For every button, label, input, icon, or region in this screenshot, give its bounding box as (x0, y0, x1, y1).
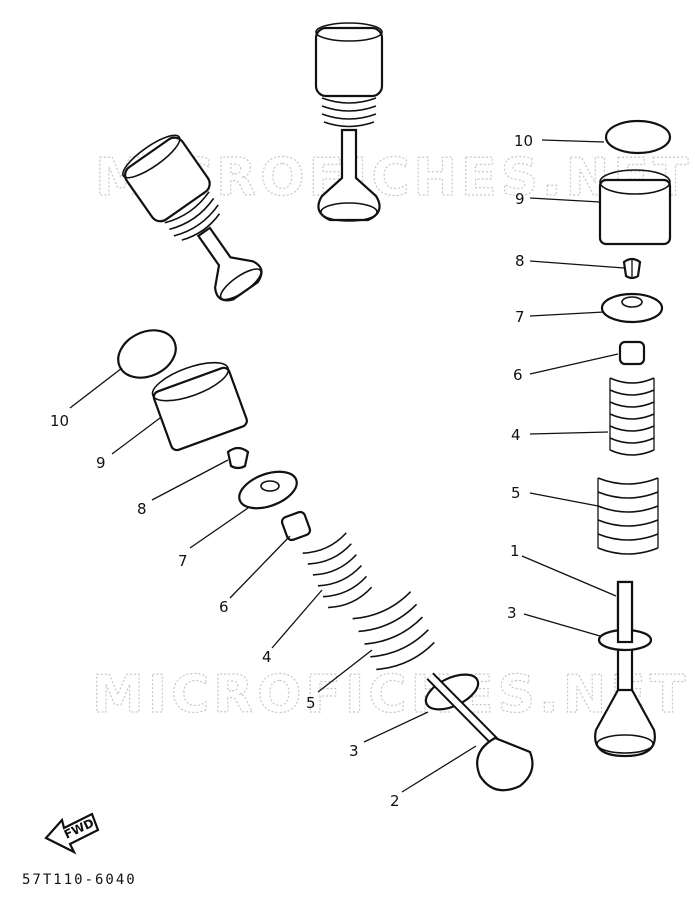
part-code: 57T110-6040 (22, 872, 137, 888)
fwd-arrow-icon: FWD (44, 812, 100, 855)
callout-left-10: 10 (50, 412, 69, 430)
callout-right-9: 9 (515, 190, 525, 208)
callout-right-1: 1 (510, 542, 520, 560)
callout-left-8: 8 (137, 500, 147, 518)
callout-right-8: 8 (515, 252, 525, 270)
callout-left-2: 2 (390, 792, 400, 810)
callout-left-3: 3 (349, 742, 359, 760)
callout-left-6: 6 (219, 598, 229, 616)
callout-right-5: 5 (511, 484, 521, 502)
callout-left-4: 4 (262, 648, 272, 666)
callout-right-7: 7 (515, 308, 525, 326)
left-exploded-stack (117, 329, 534, 792)
callout-left-7: 7 (178, 552, 188, 570)
assembled-valve-left (122, 134, 263, 302)
watermark-bottom: MICROFICHES.NET (92, 665, 689, 725)
callout-left-5: 5 (306, 694, 316, 712)
right-exploded-stack (594, 119, 672, 758)
callout-right-3: 3 (507, 604, 517, 622)
callout-right-4: 4 (511, 426, 521, 444)
assembled-valve-top (314, 22, 384, 222)
callout-right-6: 6 (513, 366, 523, 384)
callout-right-10: 10 (514, 132, 533, 150)
callout-left-9: 9 (96, 454, 106, 472)
